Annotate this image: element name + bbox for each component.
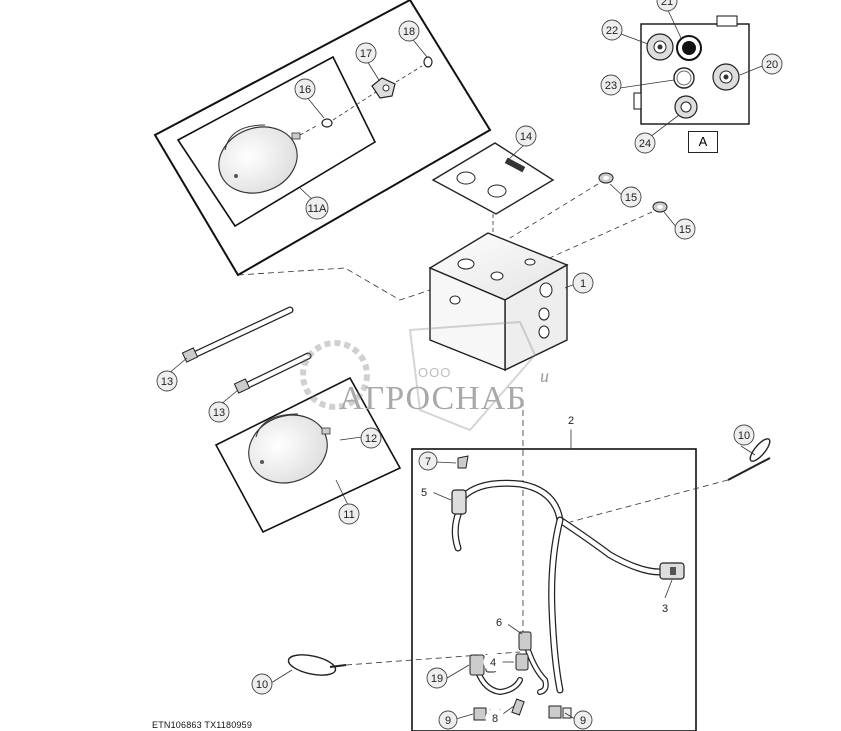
svg-text:18: 18 — [403, 26, 415, 38]
svg-text:3: 3 — [662, 603, 668, 615]
callout-17: 17 — [355, 42, 377, 64]
callout-19: 19 — [426, 667, 448, 689]
valve-block-1 — [428, 232, 569, 372]
svg-text:10: 10 — [256, 679, 268, 691]
callout-23: 23 — [600, 74, 622, 96]
accumulator-11 — [248, 413, 331, 484]
wiring-harness-2 — [451, 479, 664, 696]
washer-15a — [598, 172, 614, 184]
svg-text:15: 15 — [625, 192, 637, 204]
svg-text:17: 17 — [360, 48, 372, 60]
svg-text:16: 16 — [299, 84, 311, 96]
callout-4: 4 — [483, 652, 503, 672]
callout-15b: 15 — [674, 218, 696, 240]
connector-5 — [451, 489, 467, 515]
callout-12: 12 — [360, 427, 382, 449]
bolt-13b — [233, 352, 312, 394]
svg-text:2: 2 — [568, 415, 574, 427]
svg-text:6: 6 — [496, 617, 502, 629]
callout-14: 14 — [515, 125, 537, 147]
callout-8: 8 — [485, 708, 505, 728]
callout-9b: 9 — [573, 710, 593, 730]
callout-24: 24 — [634, 132, 656, 154]
view-a-inset — [633, 15, 750, 125]
callout-15a: 15 — [620, 186, 642, 208]
callout-13a: 13 — [156, 370, 178, 392]
callout-1: 1 — [572, 272, 594, 294]
callout-20: 20 — [761, 53, 783, 75]
callout-6: 6 — [489, 612, 509, 632]
callout-22: 22 — [601, 19, 623, 41]
plug-21 — [676, 35, 702, 61]
callout-5: 5 — [414, 482, 434, 502]
accumulator-11a-panel — [153, 0, 492, 277]
callout-9a: 9 — [438, 710, 458, 730]
svg-text:12: 12 — [365, 433, 377, 445]
svg-text:14: 14 — [520, 131, 532, 143]
callout-3: 3 — [655, 598, 675, 618]
o-ring-18 — [423, 56, 433, 68]
sensor-22 — [646, 33, 674, 61]
cable-tie-10a — [727, 438, 771, 481]
svg-text:13: 13 — [213, 407, 225, 419]
svg-text:5: 5 — [421, 487, 427, 499]
svg-text:22: 22 — [606, 25, 618, 37]
watermark-company: ООО — [418, 365, 452, 380]
port-24 — [674, 95, 698, 119]
figure-code: ETN106863 TX1180959 — [152, 720, 253, 730]
callout-10a: 10 — [733, 424, 755, 446]
svg-text:8: 8 — [492, 713, 498, 725]
callout-21: 21 — [656, 0, 678, 12]
clip-9b — [548, 705, 572, 719]
callout-11a: 11A — [305, 196, 329, 220]
svg-text:24: 24 — [639, 138, 651, 150]
svg-text:1: 1 — [580, 278, 586, 290]
svg-text:9: 9 — [580, 715, 586, 727]
svg-text:13: 13 — [161, 376, 173, 388]
callout-7: 7 — [418, 451, 438, 471]
callout-11: 11 — [338, 503, 360, 525]
svg-text:4: 4 — [490, 657, 496, 669]
clip-7 — [457, 455, 469, 469]
gasket-14 — [431, 142, 555, 215]
callout-16: 16 — [294, 78, 316, 100]
svg-text:10: 10 — [738, 430, 750, 442]
svg-text:7: 7 — [425, 456, 431, 468]
cable-tie-10b — [287, 654, 347, 676]
callout-2: 2 — [561, 410, 581, 430]
callout-13b: 13 — [208, 401, 230, 423]
o-ring-16 — [321, 118, 333, 128]
watermark-name: АГРОСНАБ — [339, 380, 527, 417]
terminal-8 — [511, 698, 525, 716]
callout-18: 18 — [398, 20, 420, 42]
svg-text:9: 9 — [445, 715, 451, 727]
connector-6 — [518, 631, 532, 651]
svg-text:11: 11 — [343, 509, 354, 521]
svg-text:11A: 11A — [308, 203, 327, 215]
watermark-logo — [300, 320, 537, 432]
wiring-harness-2-panel — [411, 400, 697, 731]
accumulator-11a — [218, 124, 301, 194]
svg-text:21: 21 — [661, 0, 673, 8]
connector-4 — [515, 653, 529, 671]
view-a-label: A — [688, 131, 718, 153]
svg-text:19: 19 — [431, 673, 443, 685]
washer-15b — [652, 201, 668, 213]
callout-10b: 10 — [251, 673, 273, 695]
watermark-tail: u — [540, 366, 549, 386]
leader-lines — [167, 7, 763, 720]
svg-text:23: 23 — [605, 80, 617, 92]
accumulator-11-panel — [214, 376, 402, 534]
bolt-13a — [181, 306, 294, 363]
sensor-20 — [712, 63, 740, 91]
connector-3 — [659, 562, 685, 580]
fitting-17 — [371, 77, 396, 99]
seal-23 — [673, 67, 695, 89]
svg-text:20: 20 — [766, 59, 778, 71]
svg-text:15: 15 — [679, 224, 691, 236]
